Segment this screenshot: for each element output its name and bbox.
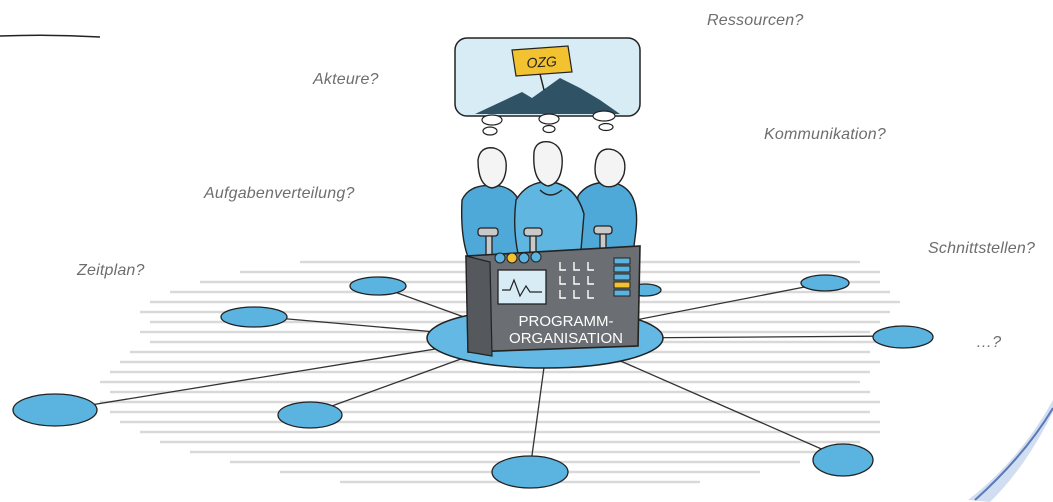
question-aufgabenverteilung: Aufgabenverteilung? [204,185,355,202]
flag [511,45,573,77]
node [491,455,569,489]
corner-swoosh-line [974,407,1053,501]
node [277,401,343,429]
question-kommunikation: Kommunikation? [764,126,886,143]
flag-label: OZG [526,53,557,71]
machine-label-line1: PROGRAMM- [519,313,614,330]
person-right-head [594,148,626,188]
machine-label-line2: ORGANISATION [509,330,623,347]
question-more: …? [976,334,1002,351]
network-edges [59,282,901,471]
question-ressourcen: Ressourcen? [707,12,804,29]
node [220,306,288,328]
question-zeitplan: Zeitplan? [77,262,145,279]
question-schnittstellen: Schnittstellen? [928,240,1036,257]
question-akteure: Akteure? [313,71,379,88]
mountain [475,78,620,114]
corner-swoosh [968,400,1053,502]
node [872,325,934,349]
decorative-line [0,34,101,38]
control-machine [465,245,641,357]
people-group [460,141,638,263]
node [812,443,874,477]
network-nodes [12,274,934,489]
ground-hatching [100,260,900,484]
node [349,276,407,296]
person-middle-head [533,141,563,187]
thought-bubble [454,37,641,136]
person-left-head [477,147,507,189]
node [800,274,850,292]
node [12,393,98,427]
levers [477,225,613,257]
